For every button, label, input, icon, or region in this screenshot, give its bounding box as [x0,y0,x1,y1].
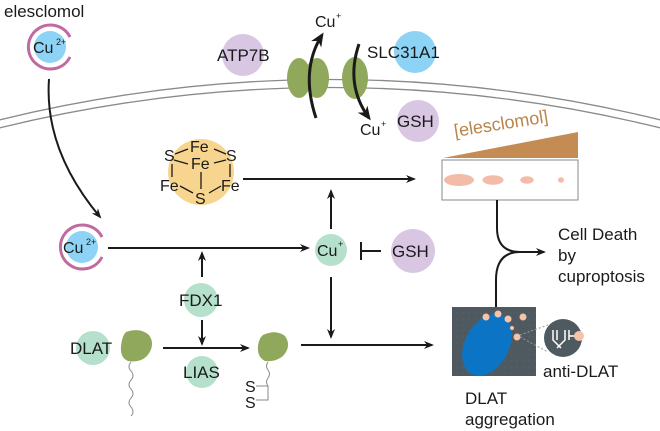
elesclomol-cu2-complex-outside: Cu 2+ [26,23,72,71]
gsh-membrane-label: GSH [397,112,434,131]
fe-left: Fe [160,178,179,195]
slc31a1-label: SLC31A1 [367,43,440,62]
lias-label: LIAS [183,363,220,382]
uptake-arrow [47,78,102,219]
fe-center: Fe [191,156,210,173]
cell-death-line-1: Cell Death [558,225,637,244]
cu1-influx: Cu + [360,119,386,139]
blot-to-death-arrow [496,200,546,256]
lias-circle [186,356,218,388]
atp7b-transporter-left [287,58,311,98]
antibody-label-dot [574,331,584,341]
cu1-intracellular: Cu + [315,234,347,266]
western-blot-panel: [elesclomol] [441,106,579,201]
fdx1-label: FDX1 [179,291,222,310]
anti-dlat-label: anti-DLAT [543,362,618,381]
cu2-ion-inside-label: Cu [63,240,83,257]
gsh-membrane-circle [397,100,439,142]
dlat-label: DLAT [70,339,112,358]
slc31a1-circle [394,31,436,73]
dlat-punctum [519,313,527,321]
blot-band [558,177,564,183]
dlat-punctum [510,326,514,330]
elesclomol-chelator-ring [26,23,72,71]
dlat-circle [76,331,110,365]
lias-group: LIAS [183,356,220,388]
fe-right: Fe [221,178,240,195]
cu2-ion-inside [66,231,98,263]
cu2-inside-charge: 2+ [86,237,96,247]
cu2-charge: 2+ [56,37,66,47]
copper-efflux-arrow [307,32,324,119]
elesclomol-concentration-label: [elesclomol] [452,106,549,141]
dlat-punctum [504,315,512,323]
aggregation-line-1: DLAT [465,389,507,408]
fe-top: Fe [190,139,209,156]
elesclomol-chelator-ring-inside [58,223,104,271]
copper-influx-arrow [352,43,371,121]
dlat-aggregation-label: DLAT aggregation [465,389,555,429]
cu1-influx-charge: + [381,119,386,129]
antibody-icon [552,330,575,349]
slc31a1-group: SLC31A1 [367,31,440,73]
anti-dlat-antibody [544,319,584,357]
dlat-protein [120,330,153,362]
disulfide-bracket [256,385,269,401]
cu2-ion [34,31,66,63]
antibody-circle [544,319,582,357]
dlat-lipoyl-tail [128,361,134,417]
blot-band [482,175,504,185]
zoom-callout [519,324,549,353]
dlat-punctum [494,310,502,318]
concentration-gradient-wedge [443,132,578,158]
s-bottom: S [195,191,206,208]
cu1-efflux-charge: + [336,11,341,21]
fdx1-group: FDX1 [179,283,222,317]
cell-death-line-3: cuproptosis [558,267,645,286]
dlat-group: DLAT [70,330,153,417]
gsh-inhibitor-label: GSH [392,242,429,261]
lipoylated-tail [266,361,270,387]
cell-membrane [0,78,660,129]
dlat-punctum [482,313,490,321]
cu1-efflux: Cu + [315,11,341,31]
disulfide-s2: S [245,395,256,412]
gsh-inhibitor-group: GSH [360,229,435,273]
elesclomol-cu2-complex-inside: Cu 2+ [58,223,104,271]
cu1-label: Cu [317,243,337,260]
s-right: S [226,148,237,165]
elesclomol-label: elesclomol [4,2,84,21]
gsh-membrane-group: GSH [397,100,439,142]
blot-band [444,174,474,186]
cu1-charge: + [338,239,343,249]
cell-death-line-2: by [558,246,576,265]
dlat-punctum [513,333,521,341]
cell-death-label: Cell Death by cuproptosis [558,225,645,286]
lipoylated-dlat-protein [257,332,289,362]
cu2-ion-label: Cu [33,40,53,57]
aggregation-to-death-arrow [495,251,521,307]
fe-s-bonds [171,148,231,194]
blot-bands [444,174,564,186]
lipoylated-dlat-group: S S [245,332,289,412]
fe-s-cluster: Fe S S Fe Fe Fe S [160,139,240,208]
cu1-influx-ion: Cu [360,122,380,139]
atp7b-label: ATP7B [217,46,270,65]
disulfide-s1: S [245,379,256,396]
s-left: S [164,148,175,165]
fdx1-circle [184,283,218,317]
dlat-aggregation-micrograph [452,307,536,376]
dlat-aggregate-blob [462,314,512,376]
blot-band [520,176,534,184]
aggregation-line-2: aggregation [465,410,555,429]
cu1-efflux-ion: Cu [315,14,335,31]
atp7b-circle [222,34,264,76]
cu1-circle [315,234,347,266]
gsh-inhibitor-circle [391,229,435,273]
atp7b-group: ATP7B [217,34,270,76]
